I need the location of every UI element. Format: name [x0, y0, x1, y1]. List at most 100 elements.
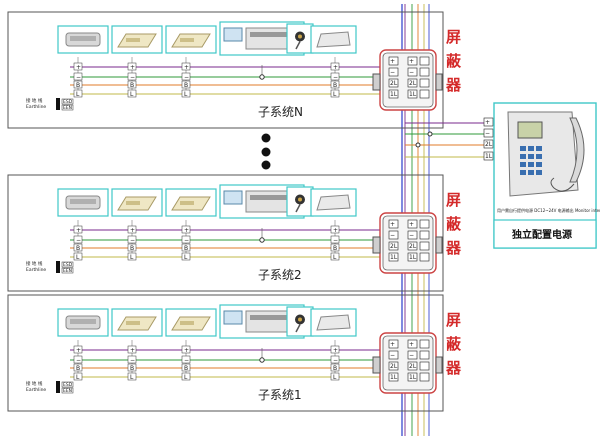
lcd-screen-icon: [517, 121, 543, 139]
subsystem-frame: [7, 174, 444, 292]
terminal-box: [73, 243, 83, 252]
junction-node: [415, 142, 421, 148]
terminal-label: B: [333, 365, 337, 372]
terminal-label: −: [184, 357, 189, 364]
terminal-box: [181, 252, 191, 261]
hub-pin-label: −: [390, 69, 395, 76]
terminal-box: [127, 225, 137, 234]
hub-pin-label: −: [409, 232, 414, 239]
shield-label-char: 器: [445, 76, 462, 94]
keypad-key-icon: [520, 162, 526, 167]
shield-label-char: 器: [445, 239, 462, 257]
earth-label-cn: 接 地 线: [26, 380, 43, 387]
terminal-label: +: [333, 347, 338, 354]
hub-pin-label: 1L: [390, 91, 398, 98]
hub-pin-label: 2L: [409, 80, 417, 87]
terminal-box: [181, 243, 191, 252]
terminal-label: −: [76, 237, 81, 244]
terminal-box: [330, 235, 340, 244]
terminal-box: [181, 62, 191, 71]
hub-pin-label: 2L: [390, 243, 398, 250]
terminal-label: L: [184, 374, 188, 381]
earth-pin: [61, 104, 74, 111]
decoder-icon: [171, 33, 211, 48]
terminal-box: [73, 235, 83, 244]
earth-pin: [61, 261, 74, 268]
subsystem-label: 子系统1: [258, 388, 302, 402]
panel-display-icon: [223, 190, 299, 213]
terminal-label: B: [130, 82, 134, 89]
hub-pin-label: 2L: [409, 243, 417, 250]
subsystem-frame: [7, 11, 444, 129]
terminal-label: +: [130, 227, 135, 234]
hub-pin-box: [388, 339, 399, 349]
panel-pin-label: +: [485, 119, 490, 126]
hub-pin-label: −: [409, 352, 414, 359]
terminal-box: [127, 345, 137, 354]
hub-pin-label: 2L: [409, 363, 417, 370]
hub-pin-box: [419, 372, 430, 382]
terminal-label: B: [76, 365, 80, 372]
earth-label-en: Earthline: [26, 387, 46, 393]
terminal-label: L: [184, 91, 188, 98]
keypad-key-icon: [520, 170, 526, 175]
hub-pin-box: [419, 241, 430, 251]
terminal-box: [73, 89, 83, 98]
relay-module-icon: [316, 314, 351, 331]
terminal-box: [330, 89, 340, 98]
terminal-box: [330, 243, 340, 252]
hub-pin-box: [407, 241, 418, 251]
keypad-key-icon: [536, 170, 542, 175]
terminal-box: [127, 89, 137, 98]
terminal-box: [330, 62, 340, 71]
terminal-label: +: [130, 347, 135, 354]
hub-pin-box: [388, 241, 399, 251]
terminal-box: [330, 363, 340, 372]
keypad-key-icon: [536, 146, 542, 151]
terminal-box: [73, 363, 83, 372]
terminal-label: L: [130, 254, 134, 261]
terminal-box: [181, 72, 191, 81]
terminal-label: −: [333, 357, 338, 364]
terminal-label: L: [333, 254, 337, 261]
terminal-box: [127, 72, 137, 81]
earth-bar: [56, 98, 60, 110]
hub-pin-label: 1L: [409, 91, 417, 98]
terminal-box: [127, 235, 137, 244]
keypad-key-icon: [528, 170, 534, 175]
terminal-label: +: [130, 64, 135, 71]
shield-label-char: 蔽: [446, 52, 462, 70]
earth-pin: [61, 98, 74, 105]
keypad-key-icon: [520, 146, 526, 151]
terminal-box: [127, 243, 137, 252]
hub-pin-label: 1L: [409, 374, 417, 381]
junction-node: [259, 74, 265, 80]
earth-label-en: Earthline: [26, 267, 46, 273]
shield-label-char: 蔽: [446, 215, 462, 233]
hub-pin-box: [388, 361, 399, 371]
terminal-box: [127, 363, 137, 372]
shield-label-char: 蔽: [446, 335, 462, 353]
terminal-box: [127, 62, 137, 71]
terminal-label: +: [184, 227, 189, 234]
terminal-label: B: [333, 245, 337, 252]
terminal-label: B: [184, 245, 188, 252]
junction-node: [259, 237, 265, 243]
terminal-box: [127, 80, 137, 89]
hub-pin-box: [419, 339, 430, 349]
sensor-dial-icon: [295, 194, 305, 213]
terminal-box: [181, 345, 191, 354]
hub-pin-box: [407, 350, 418, 360]
panel-pin-label: −: [485, 130, 490, 137]
power-module-icon: [65, 195, 101, 210]
hub-pin-box: [419, 78, 430, 88]
hub-pin-box: [419, 89, 430, 99]
hub-pin-label: 2L: [390, 80, 398, 87]
terminal-label: L: [130, 91, 134, 98]
terminal-label: −: [184, 237, 189, 244]
hub-pin-box: [388, 219, 399, 229]
terminal-label: L: [130, 374, 134, 381]
terminal-box: [330, 225, 340, 234]
hub-pin-box: [407, 56, 418, 66]
